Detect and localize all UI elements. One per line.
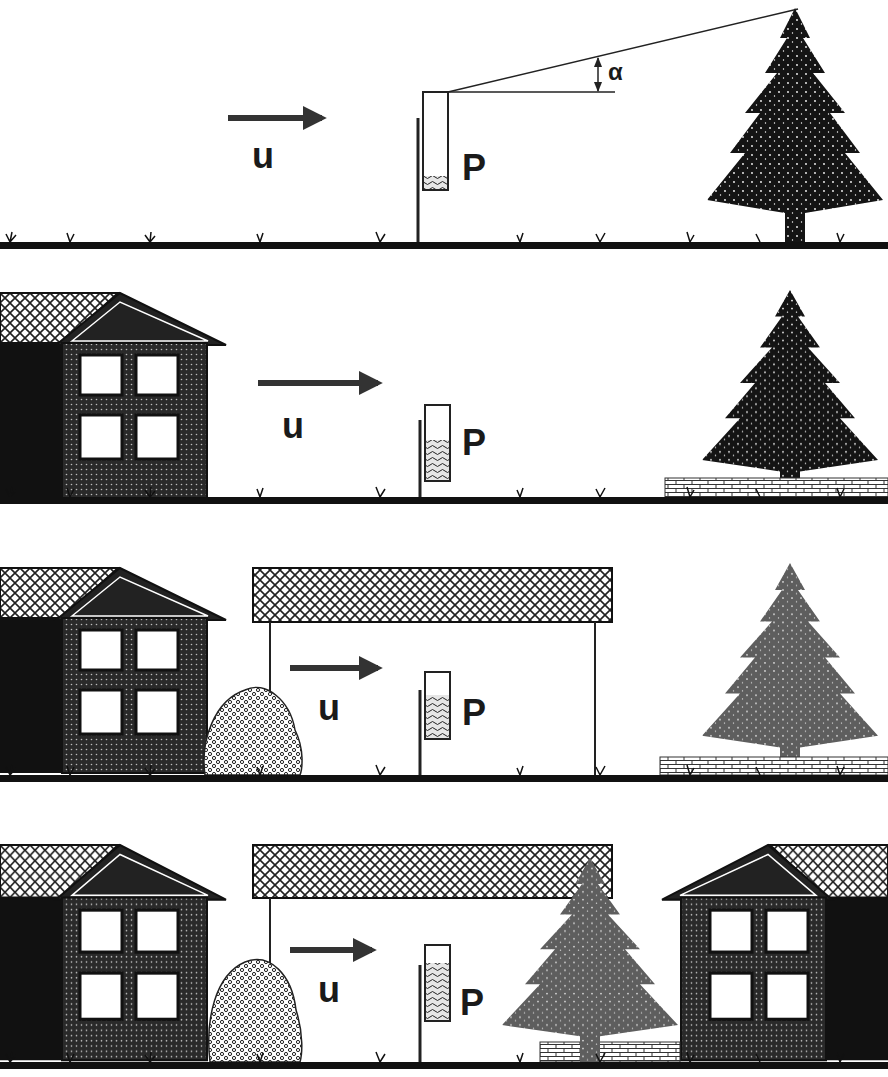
panel-open-field [0, 8, 888, 249]
wind-speed-symbol: u [318, 972, 340, 1008]
gauge-symbol: P [462, 150, 486, 186]
panel-enclosed [0, 845, 888, 1069]
wind-speed-symbol: u [252, 138, 274, 174]
panel-house-and-tree [0, 290, 888, 504]
gauge-symbol: P [462, 695, 486, 731]
gauge-symbol: P [460, 985, 484, 1021]
wind-speed-symbol: u [282, 408, 304, 444]
gauge-symbol: P [462, 425, 486, 461]
panel-shelter [0, 563, 888, 782]
angle-symbol: α [608, 60, 623, 84]
wind-speed-symbol: u [318, 690, 340, 726]
